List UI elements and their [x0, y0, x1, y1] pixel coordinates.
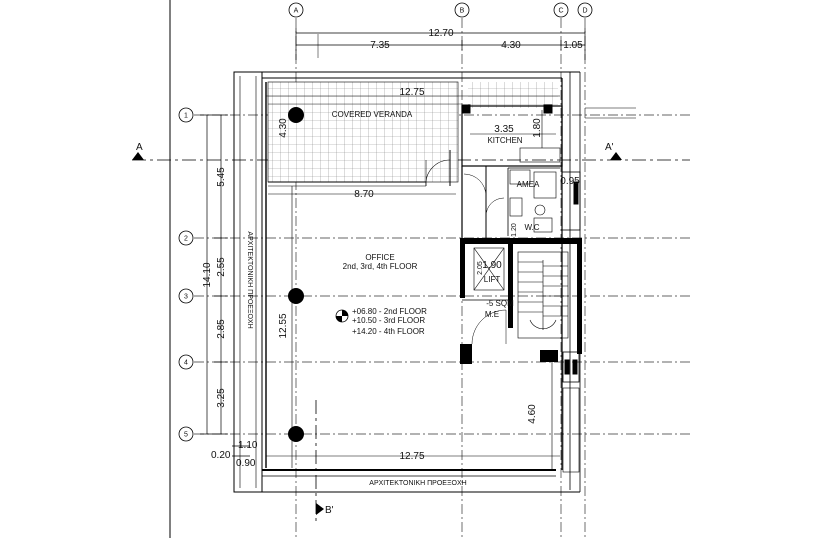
label-left-projection: ΑΡΧΙΤΕΚΤΟΝΙΚΗ ΠΡΟΕΞΟΧΗ	[246, 231, 253, 328]
svg-text:5: 5	[184, 432, 188, 439]
dim-top-c-d: 1.05	[563, 40, 583, 51]
level-4th-floor: +14.20 - 4th FLOOR	[352, 327, 425, 336]
lift-shaft	[473, 247, 505, 291]
dim-left-2-3: 2.55	[216, 257, 227, 277]
room-lift-label: LIFT	[484, 275, 501, 284]
svg-text:D: D	[582, 8, 587, 15]
dim-bottom-width: 12.75	[399, 451, 424, 462]
core-walls	[460, 238, 582, 364]
grid-bubble-5: 5	[178, 426, 194, 442]
dim-left-total: 14.10	[202, 262, 213, 287]
level-2nd-floor: +06.80 - 2nd FLOOR	[352, 307, 427, 316]
section-mark-right: A'	[605, 142, 614, 153]
dim-right-small: 0.95	[560, 176, 580, 187]
svg-text:C: C	[558, 8, 563, 15]
grid-bubble-2: 2	[178, 230, 194, 246]
kitchen-dims	[470, 110, 556, 148]
right-riser	[562, 351, 580, 473]
dim-interior-height: 12.55	[278, 313, 289, 338]
dim-kitchen-width: 3.35	[494, 124, 514, 135]
dim-left-small-a: 1.10	[238, 440, 258, 451]
room-me-area: -5 SQM	[486, 299, 514, 308]
column	[288, 426, 304, 442]
grid-bubble-b: B	[454, 2, 470, 18]
dim-lift-small: 2.05	[477, 261, 484, 275]
column	[288, 107, 304, 123]
grid-bubble-1: 1	[178, 107, 194, 123]
dim-left-1-2: 5.45	[216, 167, 227, 187]
room-office-label: OFFICE	[365, 253, 394, 262]
room-me-label: M.E	[485, 310, 499, 319]
dim-left-small-c: 0.90	[236, 458, 256, 469]
right-outside-lines	[585, 107, 636, 119]
section-line-b	[315, 400, 324, 524]
level-marker-icon	[335, 309, 349, 323]
room-office-floors: 2nd, 3rd, 4th FLOOR	[343, 262, 418, 271]
dim-left-4-5: 3.25	[216, 388, 227, 408]
top-dimension-lines	[295, 28, 586, 60]
room-amea-label: AMEA	[517, 180, 540, 189]
grid-bubble-4: 4	[178, 354, 194, 370]
veranda-office-divider	[268, 150, 451, 187]
dim-kitchen-depth: 1.80	[532, 118, 543, 138]
label-bottom-projection: ΑΡΧΙΤΕΚΤΟΝΙΚΗ ΠΡΟΕΞΟΧΗ	[369, 480, 466, 487]
dim-left-small-b: 0.20	[211, 450, 231, 461]
dim-left-3-4: 2.85	[216, 319, 227, 339]
svg-text:B: B	[460, 8, 465, 15]
kitchen-block	[461, 104, 581, 238]
svg-text:A: A	[294, 8, 299, 15]
grid-bubble-d: D	[577, 2, 593, 18]
section-mark-left: A	[136, 142, 143, 153]
stair	[517, 251, 569, 339]
dim-stair: 4.60	[527, 404, 538, 424]
room-veranda-label: COVERED VERANDA	[332, 110, 413, 119]
svg-text:4: 4	[184, 360, 188, 367]
room-kitchen-label: KITCHEN	[487, 136, 522, 145]
svg-text:2: 2	[184, 236, 188, 243]
veranda-dim-lines	[266, 95, 560, 105]
grid-bubble-c: C	[553, 2, 569, 18]
veranda-tiles-right	[468, 82, 558, 108]
dim-top-total: 12.70	[428, 28, 453, 39]
veranda-tiles	[267, 81, 459, 183]
column	[288, 288, 304, 304]
svg-text:3: 3	[184, 294, 188, 301]
left-dimension-lines	[200, 114, 250, 457]
grid-bubble-3: 3	[178, 288, 194, 304]
level-3rd-floor: +10.50 - 3rd FLOOR	[352, 316, 425, 325]
dim-top-b-c: 4.30	[501, 40, 521, 51]
dim-veranda-width: 12.75	[399, 87, 424, 98]
dim-wc-width: 1.20	[511, 223, 518, 237]
dim-top-a-b: 7.35	[370, 40, 390, 51]
dim-office-width: 8.70	[354, 189, 374, 200]
svg-text:1: 1	[184, 113, 188, 120]
dim-veranda-depth: 4.30	[278, 118, 289, 138]
dim-lift-size: 1.90	[482, 260, 502, 271]
building-outline	[233, 71, 581, 493]
room-wc-label: W.C	[524, 223, 539, 232]
grid-bubble-a: A	[288, 2, 304, 18]
section-mark-bottom: B'	[325, 505, 334, 516]
